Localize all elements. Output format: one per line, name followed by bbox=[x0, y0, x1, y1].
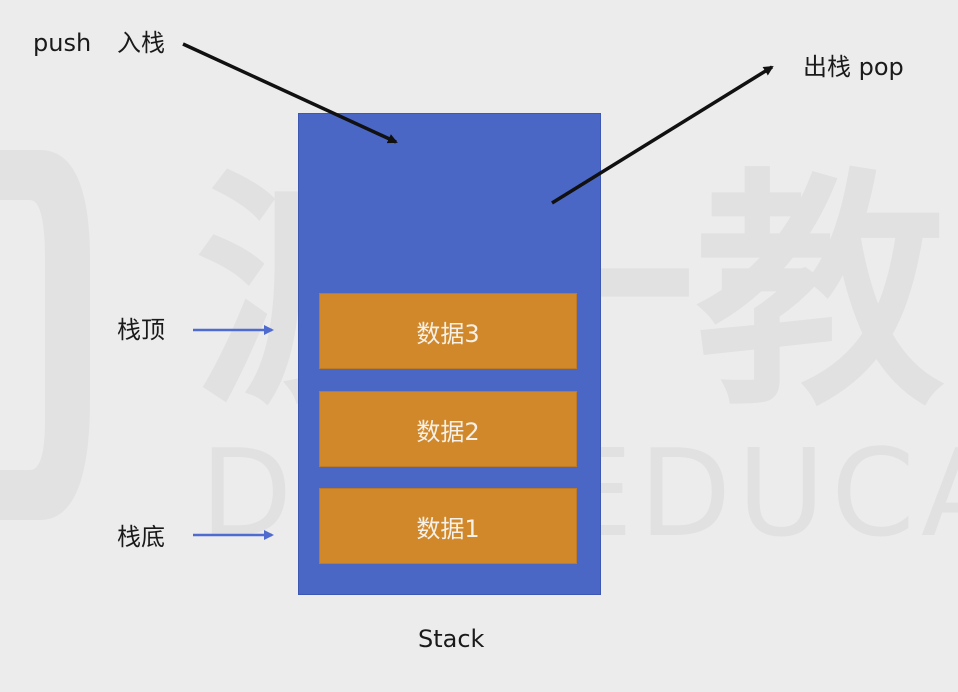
stack-top-label: 栈顶 bbox=[117, 316, 165, 344]
data-block-3: 数据3 bbox=[319, 293, 577, 369]
push-cn-label: 入栈 bbox=[117, 29, 165, 57]
stack-bottom-label: 栈底 bbox=[117, 523, 165, 551]
pop-label: 出栈 pop bbox=[803, 53, 904, 81]
data-block-2: 数据2 bbox=[319, 391, 577, 467]
data-block-1: 数据1 bbox=[319, 488, 577, 564]
push-label: push bbox=[33, 29, 92, 57]
push-arrow bbox=[182, 42, 398, 144]
stack-caption: Stack bbox=[418, 625, 485, 653]
pop-arrow bbox=[551, 65, 774, 205]
